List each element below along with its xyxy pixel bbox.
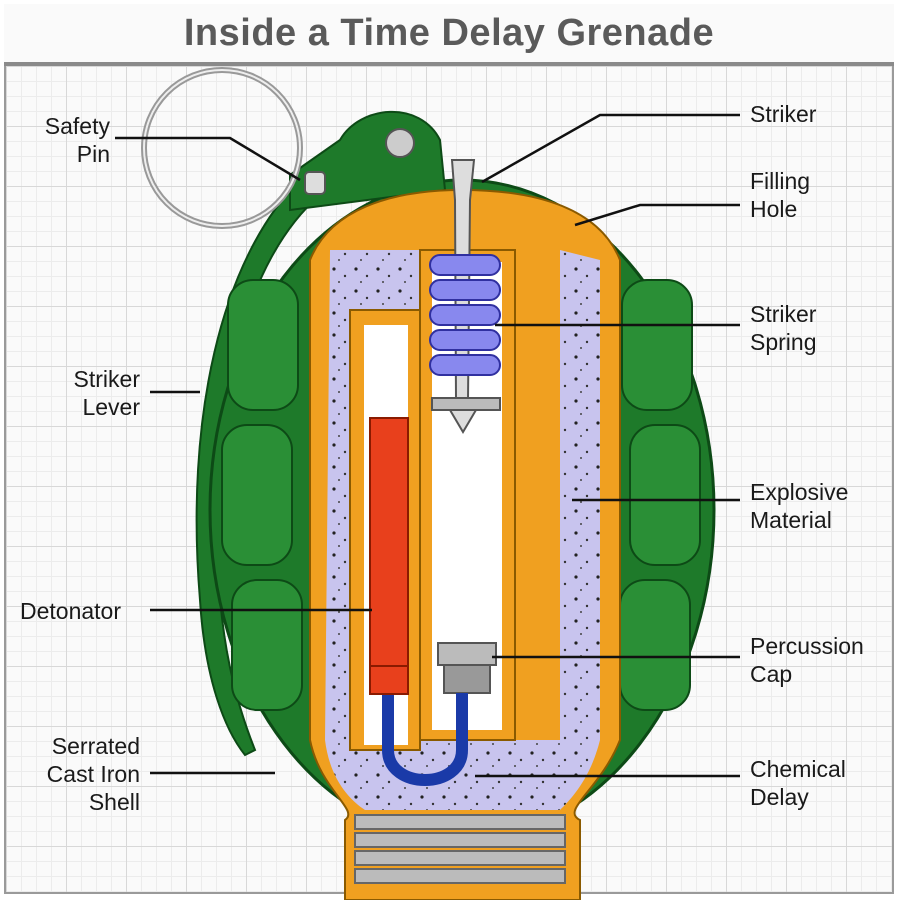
title-bar: Inside a Time Delay Grenade — [4, 4, 894, 66]
threaded-base — [354, 814, 566, 884]
serrations — [221, 279, 701, 711]
label-line: Delay — [750, 784, 809, 810]
label-line: Filling — [750, 168, 811, 194]
label-line: Pin — [76, 141, 110, 167]
label-line: Detonator — [20, 598, 122, 624]
label-line: Explosive — [750, 479, 849, 505]
percussion-cap — [437, 642, 497, 666]
lever-pivot — [385, 128, 415, 158]
chemical-delay — [382, 693, 468, 786]
striker-spring — [429, 254, 501, 376]
label-line: Shell — [88, 789, 140, 815]
label-line: Striker — [750, 301, 817, 327]
label-line: Safety — [44, 113, 110, 139]
label-line: Hole — [750, 196, 798, 222]
detonator — [369, 417, 409, 667]
label-line: Material — [750, 507, 832, 533]
label-line: Cast Iron — [46, 761, 140, 787]
leader-lines — [115, 113, 740, 778]
label-line: Serrated — [51, 733, 140, 759]
label-line: Cap — [750, 661, 793, 687]
label-line: Striker — [73, 366, 140, 392]
label-detonator: Detonator — [20, 597, 121, 625]
label-line: Lever — [82, 394, 140, 420]
label-line: Percussion — [750, 633, 864, 659]
label-line: Striker — [750, 101, 817, 127]
label-line: Chemical — [750, 756, 846, 782]
diagram-title: Inside a Time Delay Grenade — [183, 12, 715, 54]
label-line: Spring — [750, 329, 817, 355]
label-striker: Striker — [750, 100, 816, 128]
